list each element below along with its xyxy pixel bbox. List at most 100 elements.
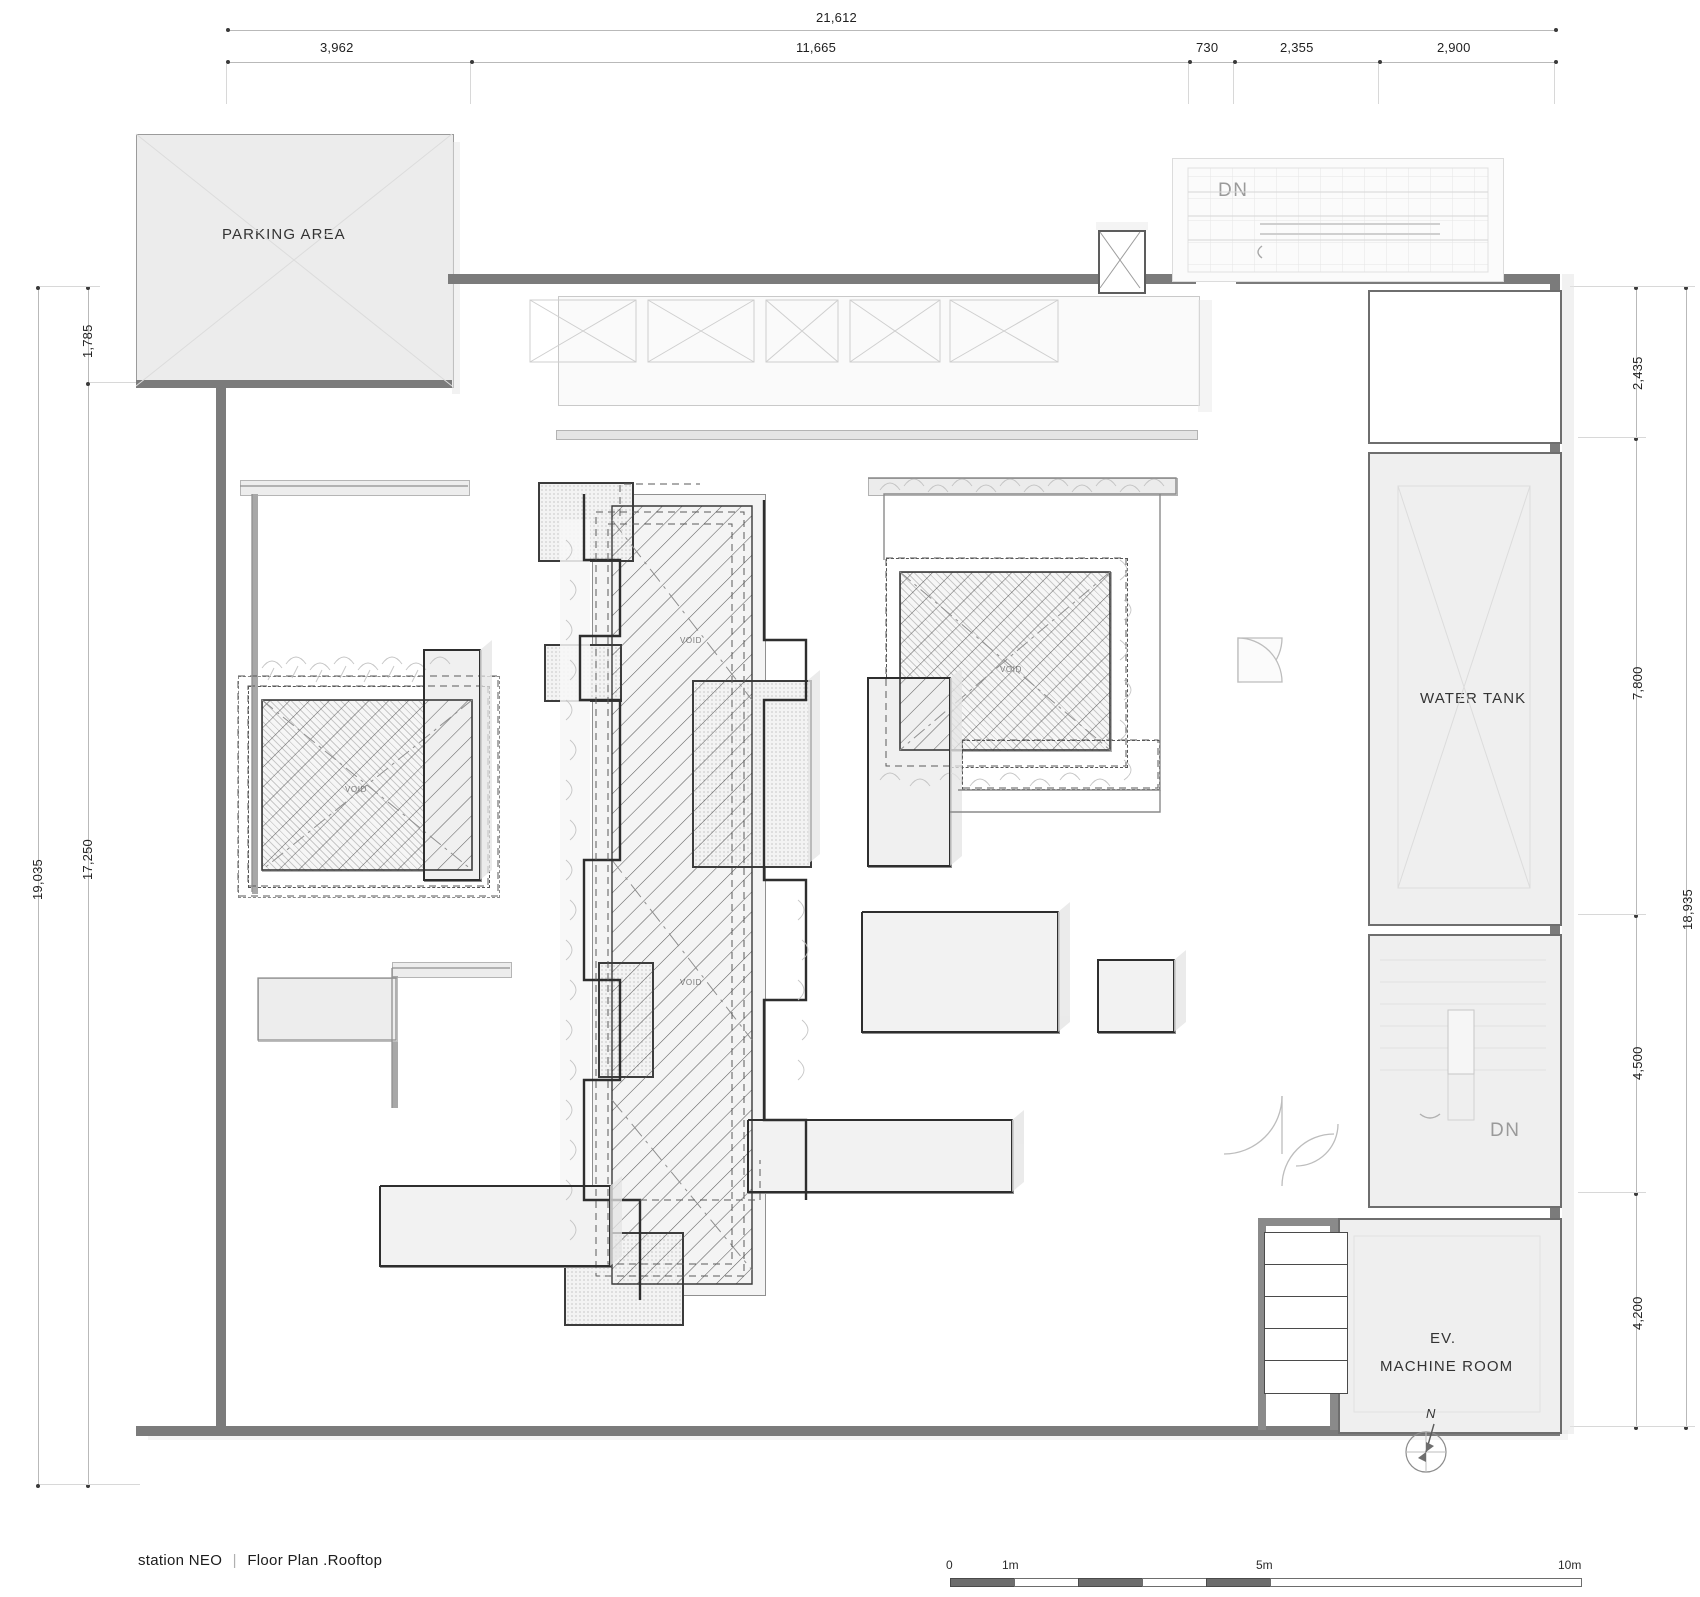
dim-ext	[40, 1484, 140, 1485]
scale-tick-0: 0	[946, 1558, 953, 1572]
wall-parking-south	[136, 380, 452, 388]
roof-void-right-dashed-2	[962, 740, 1160, 790]
stair-tread	[1264, 1360, 1348, 1394]
dim-left-seg-1: 1,785	[80, 324, 95, 358]
dim-line-segments-right	[1636, 288, 1637, 1428]
dim-right-overall: 18,935	[1680, 889, 1695, 930]
dim-ext	[1578, 1192, 1646, 1193]
north-arrow: N	[1400, 1406, 1460, 1480]
dim-tick	[226, 28, 230, 32]
dim-left-seg-2: 17,250	[80, 839, 95, 880]
dim-tick	[226, 60, 230, 64]
stair-tread	[1264, 1296, 1348, 1330]
dim-top-overall: 21,612	[816, 10, 857, 25]
wall-south	[136, 1426, 1560, 1436]
scale-segment	[1142, 1578, 1208, 1587]
dim-right-seg-3: 4,500	[1630, 1046, 1645, 1080]
dim-tick	[1684, 1426, 1688, 1430]
north-arrow-glyph	[1405, 1423, 1447, 1473]
stair-dn-label-right: DN	[1490, 1120, 1521, 1141]
dim-tick	[86, 382, 90, 386]
dim-right-seg-4: 4,200	[1630, 1296, 1645, 1330]
dim-ext	[1554, 64, 1555, 104]
sheet-name: Floor Plan .Rooftop	[247, 1552, 383, 1569]
ledge-left-mid-block	[258, 978, 398, 1042]
central-ramp-body	[592, 494, 766, 1296]
dim-ext	[1188, 64, 1189, 104]
bench-right-upper	[862, 912, 1060, 1034]
void-label-right: VOID	[1000, 665, 1022, 674]
dim-tick	[1554, 28, 1558, 32]
wall-west	[216, 386, 226, 1436]
dim-tick	[36, 1484, 40, 1488]
ramp-landing-3	[692, 680, 812, 868]
void-label-left: VOID	[345, 785, 367, 794]
dim-tick	[1554, 60, 1558, 64]
dim-top-seg-2: 11,665	[796, 40, 836, 55]
scale-segment	[1206, 1578, 1272, 1587]
wall-stair-west	[1258, 1218, 1266, 1430]
ev-machine-room	[1338, 1218, 1562, 1434]
dim-ext	[1378, 64, 1379, 104]
block-right-low	[1098, 960, 1176, 1034]
parapet-edge-strip	[556, 430, 1198, 440]
ledge-left-upper	[240, 480, 470, 496]
dim-tick	[86, 286, 90, 290]
shaft-shadow	[1096, 222, 1148, 230]
planting-strip-center	[560, 520, 590, 1260]
title-separator: |	[232, 1552, 237, 1569]
scale-segment-long	[1270, 1578, 1582, 1587]
dim-ext	[226, 64, 227, 104]
dim-ext	[1578, 437, 1646, 438]
dim-ext	[470, 64, 471, 104]
water-tank-room	[1368, 452, 1562, 926]
building-shadow-right	[1562, 274, 1574, 1434]
dim-ext	[1578, 914, 1646, 915]
scale-segment	[950, 1578, 1016, 1587]
garden-edge-top	[868, 478, 1178, 496]
dim-tick	[1634, 1192, 1638, 1196]
void-label-center-lower: VOID	[680, 978, 702, 987]
stair-tread	[1264, 1232, 1348, 1266]
dim-tick	[470, 60, 474, 64]
water-tank-label: WATER TANK	[1420, 690, 1527, 707]
scale-segment	[1078, 1578, 1144, 1587]
north-label: N	[1426, 1406, 1436, 1421]
bench-right-lower	[748, 1120, 1014, 1194]
ramp-landing-4	[598, 962, 654, 1078]
dim-tick	[1634, 1426, 1638, 1430]
dim-tick	[1684, 286, 1688, 290]
dim-line-overall-right	[1686, 288, 1687, 1428]
stair-tread	[1264, 1328, 1348, 1362]
stair-dn-label-top: DN	[1218, 180, 1249, 201]
dim-ext	[90, 382, 142, 383]
scale-segment	[1014, 1578, 1080, 1587]
column-center-right	[868, 678, 952, 868]
project-name: station NEO	[138, 1552, 223, 1569]
void-label-center-upper: VOID	[680, 636, 702, 645]
dim-ext	[1233, 64, 1234, 104]
wall-left-inner	[252, 494, 258, 894]
door-swings	[1223, 637, 1339, 1187]
dim-right-seg-1: 2,435	[1630, 356, 1645, 390]
dim-top-seg-4: 2,355	[1280, 40, 1314, 55]
roof-shaft-small	[1098, 230, 1146, 294]
scale-tick-5m: 5m	[1256, 1558, 1273, 1572]
bench-left-lower	[380, 1186, 612, 1268]
dim-top-seg-3: 730	[1196, 40, 1219, 55]
dim-ext	[1570, 286, 1695, 287]
dim-line-segments-top	[228, 62, 1558, 63]
parapet-shadow	[1198, 300, 1212, 412]
dim-tick	[1634, 437, 1638, 441]
service-room-upper	[1368, 290, 1562, 444]
wall-north-left	[448, 274, 1196, 284]
dim-tick	[1233, 60, 1237, 64]
dim-tick	[1634, 286, 1638, 290]
scale-tick-10m: 10m	[1558, 1558, 1582, 1572]
parking-area-block	[136, 134, 454, 388]
dim-tick	[1378, 60, 1382, 64]
wall-left-mid	[392, 976, 398, 1108]
dim-tick	[1188, 60, 1192, 64]
dim-right-seg-2: 7,800	[1630, 666, 1645, 700]
